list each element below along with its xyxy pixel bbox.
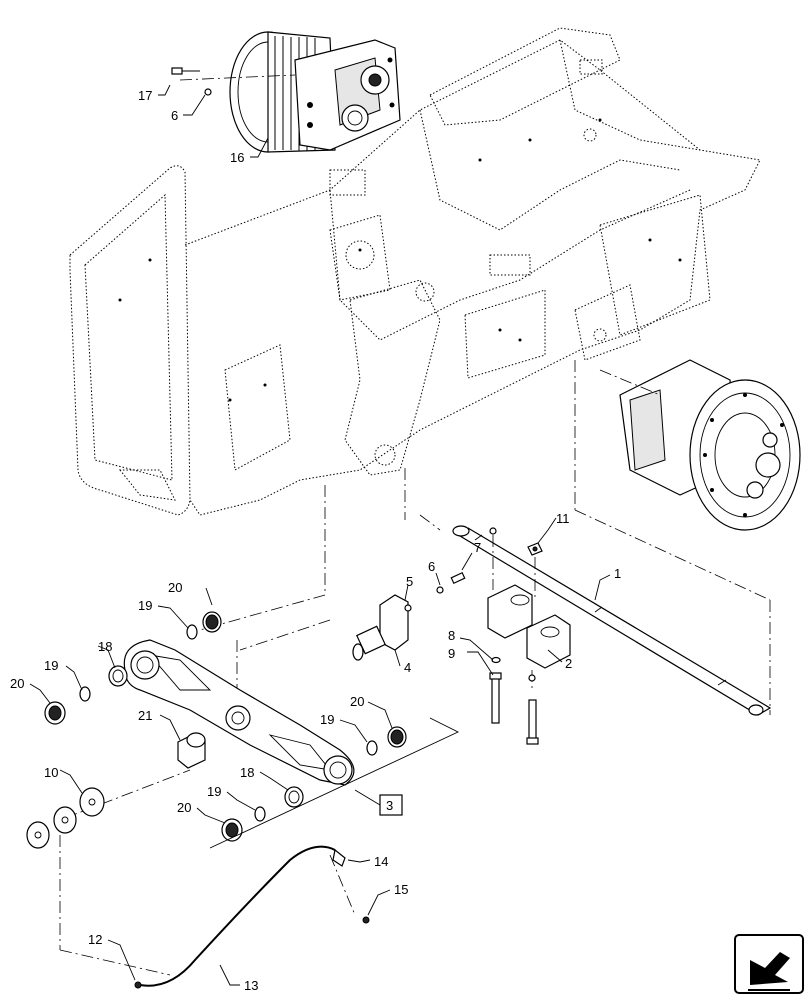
shim-washers [26,787,105,849]
callout-15: 15 [394,882,408,897]
callout-labels: 17 6 16 1 2 3 4 5 6 7 8 9 10 11 12 13 14… [10,88,621,993]
callout-20-c: 20 [350,694,364,709]
callout-18-bottom: 18 [240,765,254,780]
callout-20-d: 20 [177,800,191,815]
callout-3: 3 [386,798,393,813]
callout-13: 13 [244,978,258,993]
drive-motor-lower [599,359,801,531]
callout-20-a: 20 [168,580,182,595]
callout-21: 21 [138,708,152,723]
callout-6: 6 [428,559,435,574]
chassis-frame [69,27,761,516]
callout-19-d: 19 [207,784,221,799]
callout-19-b: 19 [44,658,58,673]
callout-7: 7 [474,540,481,555]
link-arm [123,639,355,786]
callout-20-b: 20 [10,676,24,691]
callout-2: 2 [565,656,572,671]
clamp-block [487,584,571,669]
callout-17: 17 [138,88,152,103]
pivot-pin [352,571,466,661]
callout-5: 5 [406,574,413,589]
drive-motor-upper [179,31,401,153]
fasteners-clamp [489,527,543,745]
return-arrow-icon[interactable] [734,934,804,994]
callout-18-left: 18 [98,639,112,654]
callout-1: 1 [614,566,621,581]
bushings-rings [44,611,407,842]
callout-4: 4 [404,660,411,675]
grease-line [134,845,370,989]
leader-lines [29,84,611,986]
callout-10: 10 [44,765,58,780]
washer-6-top [204,88,212,96]
callout-16: 16 [230,150,244,165]
callout-12: 12 [88,932,102,947]
callout-11: 11 [556,511,570,526]
axle-shaft [452,525,772,716]
callout-19-c: 19 [320,712,334,727]
assembly-centerlines [59,360,771,976]
callout-6-top: 6 [171,108,178,123]
callout-19-a: 19 [138,598,152,613]
callout-8: 8 [448,628,455,643]
bolt-17 [171,67,200,75]
callout-9: 9 [448,646,455,661]
callout-14: 14 [374,854,388,869]
